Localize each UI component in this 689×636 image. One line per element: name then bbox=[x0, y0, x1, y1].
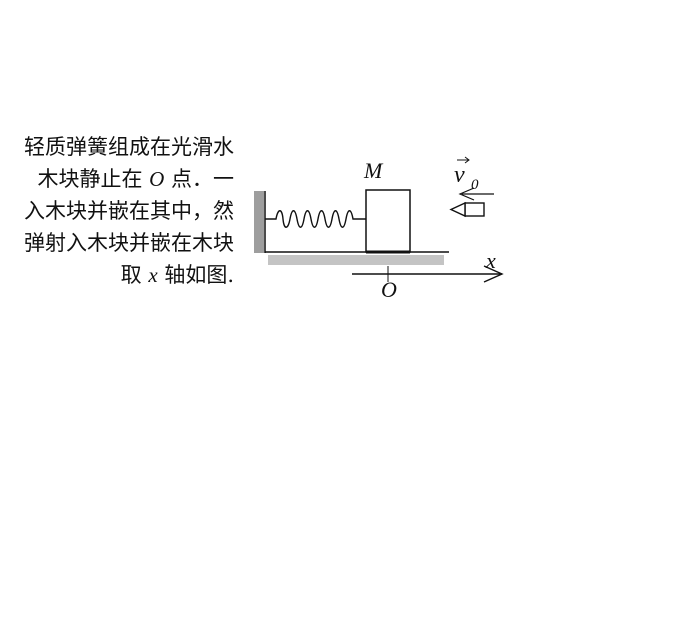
problem-text-line-4: 弹射入木块并嵌在木块 bbox=[24, 231, 234, 255]
problem-text-line-5: 取 x 轴如图. bbox=[120, 263, 234, 287]
problem-text: 轻质弹簧组成在光滑水 木块静止在 O 点．一 入木块并嵌在其中，然 弹射入木块并… bbox=[0, 131, 234, 291]
wall bbox=[254, 191, 264, 253]
bullet-tip bbox=[449, 201, 466, 218]
velocity-subscript: 0 bbox=[471, 177, 479, 193]
origin-label: O bbox=[381, 277, 397, 302]
block bbox=[365, 189, 411, 253]
origin-variable: O bbox=[149, 167, 165, 191]
velocity-arrow-head-icon bbox=[458, 187, 475, 201]
spring bbox=[265, 210, 366, 228]
problem-text-line-2: 木块静止在 O 点．一 bbox=[37, 167, 234, 191]
velocity-vector-hat-icon bbox=[457, 156, 470, 164]
ground-hatch bbox=[268, 255, 444, 265]
x-axis-label: x bbox=[485, 248, 496, 273]
problem-text-line-1: 轻质弹簧组成在光滑水 bbox=[24, 135, 234, 159]
x-axis-arrow-icon bbox=[483, 265, 504, 283]
velocity-label: v bbox=[454, 162, 465, 188]
bullet-body bbox=[464, 202, 485, 217]
mass-label: M bbox=[363, 158, 384, 183]
axis-variable: x bbox=[148, 263, 158, 287]
problem-text-line-3: 入木块并嵌在其中，然 bbox=[24, 199, 234, 223]
